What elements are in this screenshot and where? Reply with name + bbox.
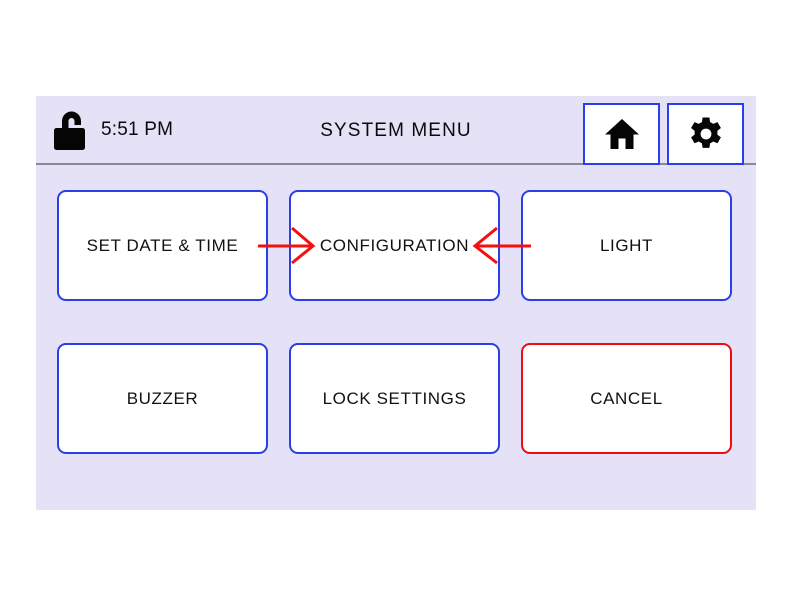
menu-button-label: LOCK SETTINGS [322, 388, 467, 408]
menu-button-label: BUZZER [126, 388, 199, 408]
menu-button-buzzer[interactable]: BUZZER [57, 343, 268, 454]
menu-button-label: CONFIGURATION [319, 235, 470, 255]
menu-button-label: LIGHT [599, 235, 654, 255]
settings-button[interactable] [667, 103, 744, 165]
gear-icon [690, 117, 721, 148]
menu-grid: SET DATE & TIME CONFIGURATION LIGHT BUZZ… [36, 165, 756, 510]
menu-button-lock-settings[interactable]: LOCK SETTINGS [289, 343, 500, 454]
menu-button-cancel[interactable]: CANCEL [521, 343, 732, 454]
home-button[interactable] [583, 103, 660, 165]
header-bar: 5:51 PM SYSTEM MENU [36, 96, 756, 165]
clock-label: 5:51 PM [101, 119, 174, 140]
unlock-icon [54, 111, 85, 150]
device-panel: 5:51 PM SYSTEM MENU SET DATE & TIME CONF… [36, 96, 756, 510]
home-icon [604, 119, 639, 149]
menu-button-light[interactable]: LIGHT [521, 190, 732, 301]
menu-button-configuration[interactable]: CONFIGURATION [289, 190, 500, 301]
menu-button-set-date-time[interactable]: SET DATE & TIME [57, 190, 268, 301]
menu-button-label: SET DATE & TIME [86, 235, 239, 255]
menu-button-label: CANCEL [590, 388, 663, 408]
page-title: SYSTEM MENU [320, 120, 472, 141]
